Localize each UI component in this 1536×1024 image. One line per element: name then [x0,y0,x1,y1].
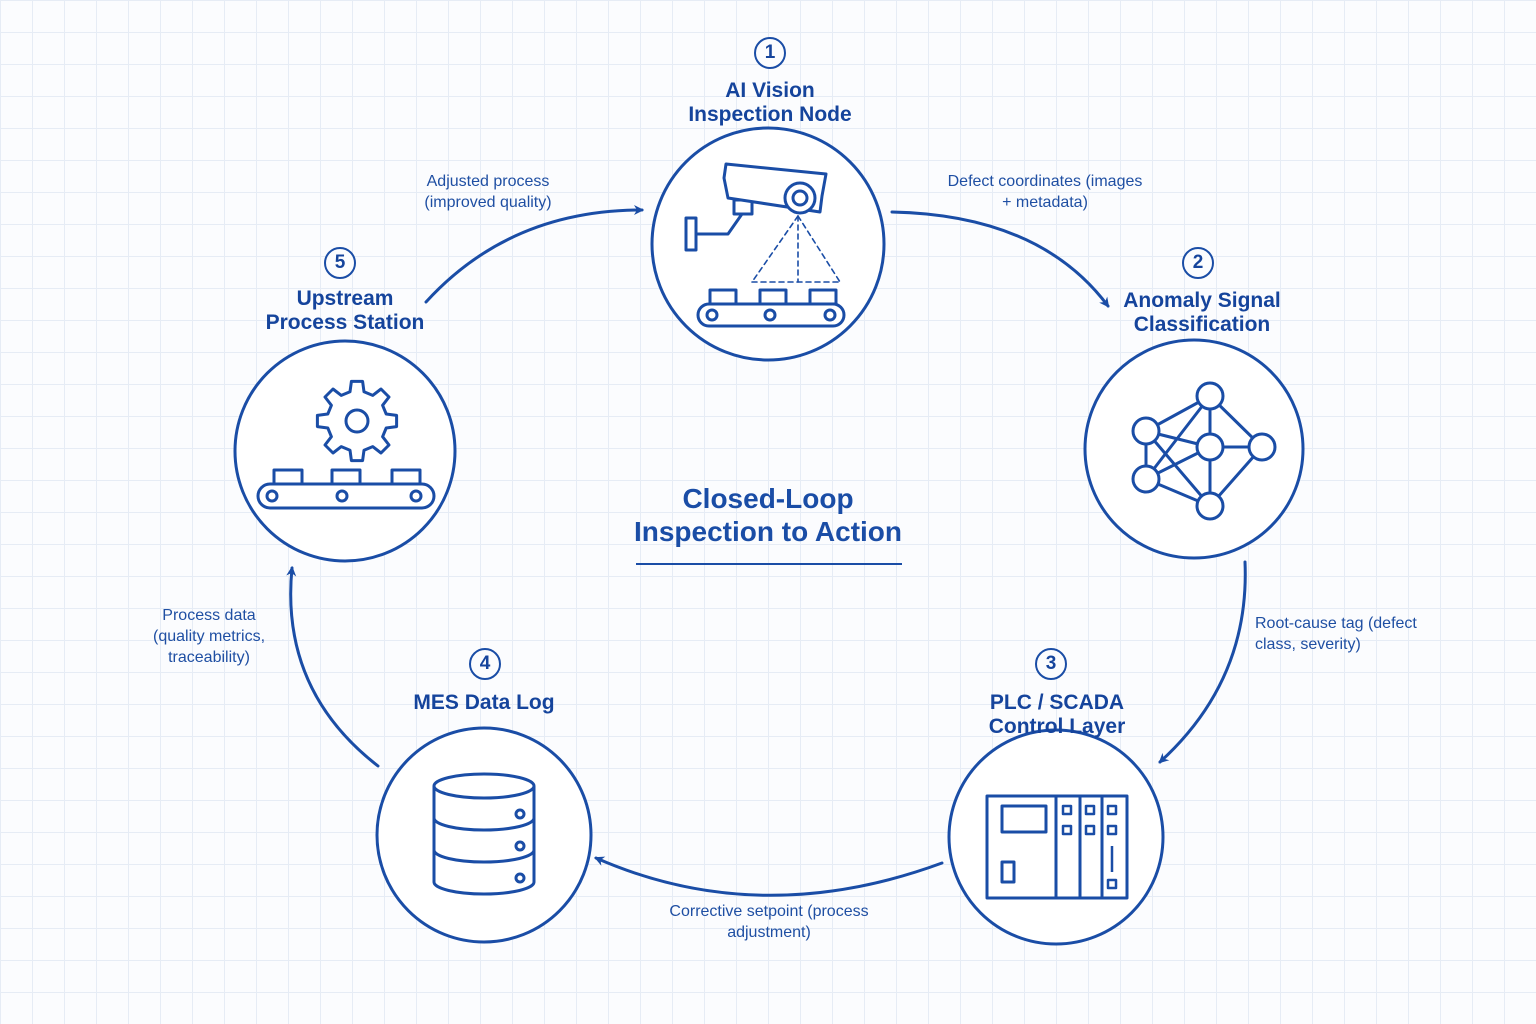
edge-1-to-2-arrow [890,210,1110,308]
node-4-title: MES Data Log [413,691,555,714]
edge-5-to-1-arrow [424,205,644,304]
edge-5-to-1-label: Adjusted process (improved quality) [424,173,552,211]
edge-3-to-4-arrow [594,856,944,897]
node-3-title: PLC / SCADA Control Layer [988,691,1126,738]
node-5-title: Upstream Process Station [265,287,425,334]
diagram-title: Closed-Loop Inspection to Action [633,483,903,547]
node-2-title: Anomaly Signal Classification [1123,289,1281,336]
plc-cabinet-icon [985,794,1129,900]
edge-4-to-5-label: Process data (quality metrics, traceabil… [152,607,266,666]
node-1-number: 1 [754,37,786,69]
edge-2-to-3-label: Root-cause tag (defect class, severity) [1255,615,1417,653]
node-3-number: 3 [1035,648,1067,680]
edge-1-to-2-label: Defect coordinates (images + metadata) [947,173,1143,211]
node-5-number: 5 [324,247,356,279]
gear-over-conveyor-icon [256,379,436,510]
edge-3-to-4-label: Corrective setpoint (process adjustment) [669,903,869,941]
neural-network-icon [1131,381,1277,521]
edge-4-to-5-arrow [286,566,380,768]
database-icon [432,772,536,896]
title-underline [636,563,902,565]
node-4-number: 4 [469,648,501,680]
node-1-title: AI Vision Inspection Node [688,79,852,126]
edge-2-to-3-arrow [1158,560,1247,764]
node-5-circle [233,339,457,563]
node-2-circle [1083,338,1305,560]
camera-over-conveyor-icon [684,162,846,328]
node-2-number: 2 [1182,247,1214,279]
